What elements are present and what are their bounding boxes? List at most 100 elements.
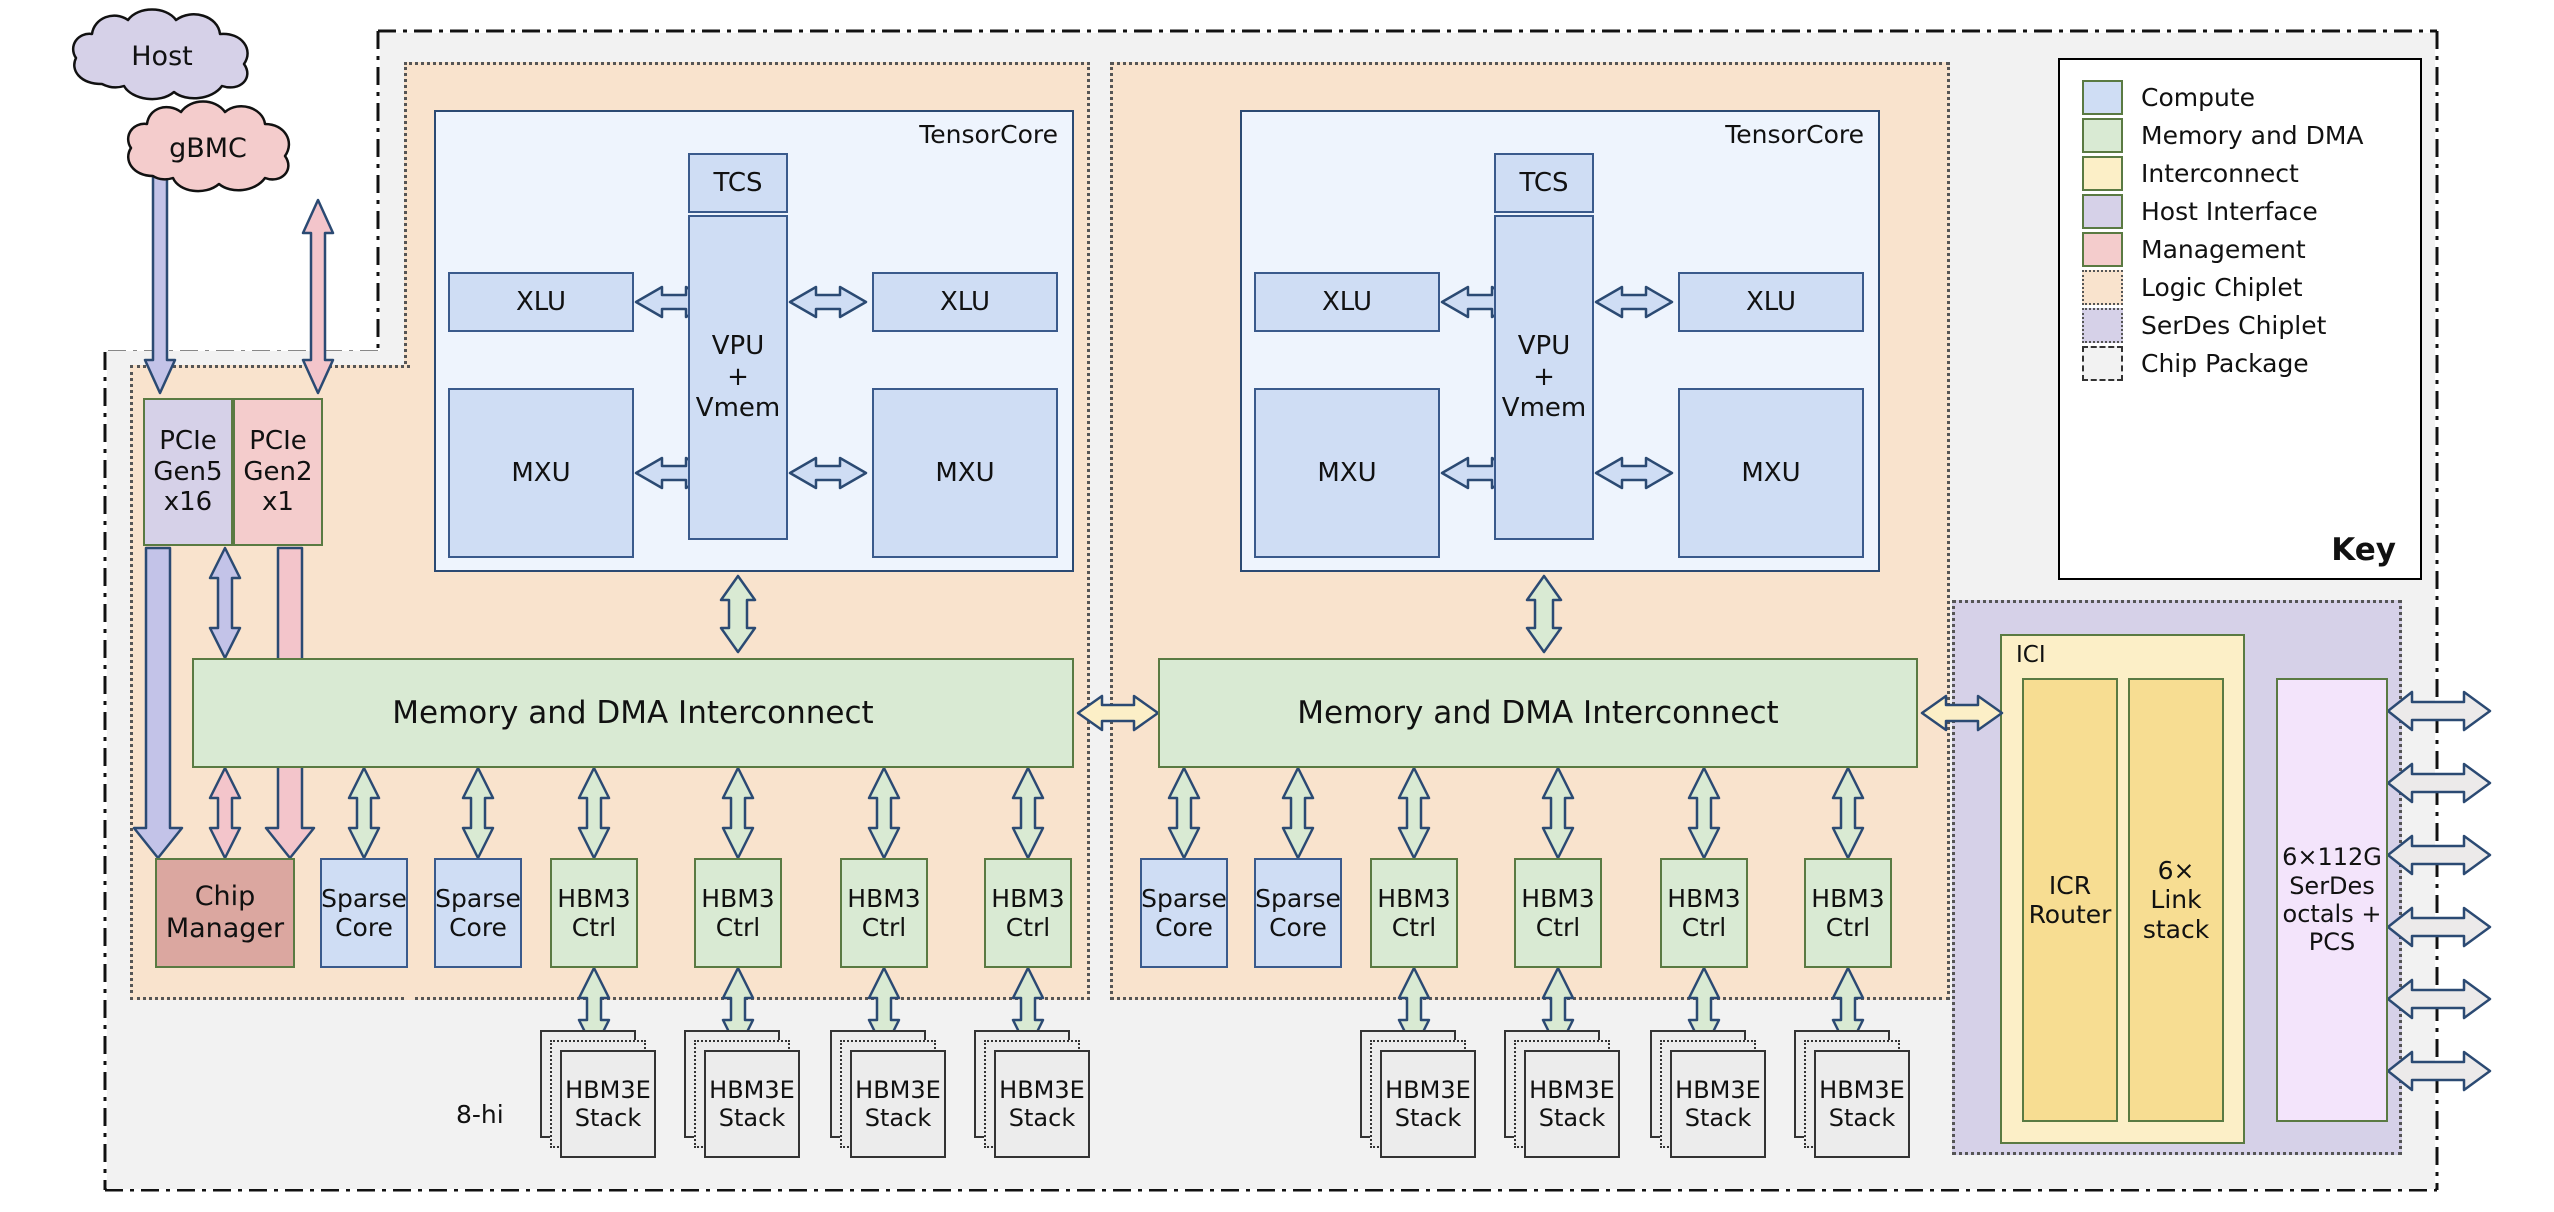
hbm3e-stack-r1-line-1: Stack [1538,1104,1606,1132]
hbm3e-stack-l1-line-0: HBM3E [709,1075,795,1104]
hbm3-ctrl-r2[interactable]: HBM3 Ctrl [1660,858,1748,968]
hbm3e-stack-l0[interactable]: HBM3E Stack [560,1050,656,1158]
pcie-gen2-block[interactable]: PCIe Gen2 x1 [233,398,323,546]
vpu-right-line-1: + [1533,362,1555,393]
legend-swatch-logic-chiplet [2082,269,2123,305]
hbm3-ctrl-l2[interactable]: HBM3 Ctrl [840,858,928,968]
hbm3e-stack-group-r0[interactable]: HBM3E Stack [1360,1030,1478,1160]
vpu-vmem-left[interactable]: VPU + Vmem [688,215,788,540]
hbm3-ctrl-r0-line-1: Ctrl [1391,913,1437,942]
hbm3e-stack-group-r3[interactable]: HBM3E Stack [1794,1030,1912,1160]
hbm3-ctrl-l2-line-1: Ctrl [861,913,907,942]
hbm3e-stack-l3-line-1: Stack [1008,1104,1076,1132]
legend-swatch-memory-and-dma [2082,117,2123,153]
memory-dma-interconnect-left[interactable]: Memory and DMA Interconnect [192,658,1074,768]
hbm3e-stack-l1[interactable]: HBM3E Stack [704,1050,800,1158]
sparse-core-l1-line-0: Sparse [435,883,521,913]
serdes-line-3: PCS [2308,928,2356,957]
hbm3e-stack-group-r2[interactable]: HBM3E Stack [1650,1030,1768,1160]
hbm3-ctrl-r1-line-1: Ctrl [1535,913,1581,942]
hbm3-ctrl-l0[interactable]: HBM3 Ctrl [550,858,638,968]
icr-router-block[interactable]: ICR Router [2022,678,2118,1122]
hbm3-ctrl-r3[interactable]: HBM3 Ctrl [1804,858,1892,968]
mxu-right-west[interactable]: MXU [1254,388,1440,558]
tensorcore-left-label: TensorCore [919,120,1058,149]
hbm3-ctrl-r3-line-0: HBM3 [1811,883,1885,913]
sparse-core-r0[interactable]: Sparse Core [1140,858,1228,968]
pcie-gen5-block[interactable]: PCIe Gen5 x16 [143,398,233,546]
tcs-left[interactable]: TCS [688,153,788,213]
legend-swatch-host-interface [2082,193,2123,229]
hbm3e-stack-r3-line-1: Stack [1828,1104,1896,1132]
serdes-line-0: 6×112G [2282,843,2382,872]
legend-label-interconnect: Interconnect [2141,158,2299,188]
pcie-gen5-line-1: Gen5 [153,456,223,487]
hbm3-ctrl-l1-line-1: Ctrl [715,913,761,942]
sparse-core-l1[interactable]: Sparse Core [434,858,522,968]
tensorcore-right-label: TensorCore [1725,120,1864,149]
hbm3e-stack-group-l2[interactable]: HBM3E Stack [830,1030,948,1160]
legend-label-management: Management [2141,234,2306,264]
legend-label-compute: Compute [2141,82,2256,112]
chip-manager-line-1: Manager [165,913,285,944]
vpu-right-line-0: VPU [1517,331,1571,362]
hbm3e-stack-l2-line-1: Stack [864,1104,932,1132]
hbm3e-stack-l2-line-0: HBM3E [855,1075,941,1104]
hbm3-ctrl-l1[interactable]: HBM3 Ctrl [694,858,782,968]
hbm3e-stack-r2[interactable]: HBM3E Stack [1670,1050,1766,1158]
sparse-core-r1[interactable]: Sparse Core [1254,858,1342,968]
mxu-right-west-label: MXU [1317,457,1377,488]
chip-manager-block[interactable]: Chip Manager [155,858,295,968]
hbm3e-stack-group-l1[interactable]: HBM3E Stack [684,1030,802,1160]
legend-item-serdes-chiplet: SerDes Chiplet [2082,306,2420,344]
pcie-gen5-line-0: PCIe [159,425,217,456]
hbm3e-stack-r0[interactable]: HBM3E Stack [1380,1050,1476,1158]
hbm3e-stack-l2[interactable]: HBM3E Stack [850,1050,946,1158]
hbm3-ctrl-l3-line-0: HBM3 [991,883,1065,913]
vpu-vmem-right[interactable]: VPU + Vmem [1494,215,1594,540]
hbm3e-stack-group-l0[interactable]: HBM3E Stack [540,1030,658,1160]
mxu-left-west[interactable]: MXU [448,388,634,558]
gbmc-cloud-label: gBMC [169,132,247,164]
ici-label: ICI [2016,642,2046,668]
tcs-right[interactable]: TCS [1494,153,1594,213]
hbm3e-stack-r3-line-0: HBM3E [1819,1075,1905,1104]
mxu-right-east[interactable]: MXU [1678,388,1864,558]
link-stack-line-0: 6× [2157,855,2195,885]
hbm3-ctrl-r1[interactable]: HBM3 Ctrl [1514,858,1602,968]
hbm3e-stack-r2-line-0: HBM3E [1675,1075,1761,1104]
link-stack-block[interactable]: 6× Link stack [2128,678,2224,1122]
memory-dma-interconnect-left-label: Memory and DMA Interconnect [392,694,874,731]
hbm3-ctrl-r1-line-0: HBM3 [1521,883,1595,913]
sparse-core-l0-line-0: Sparse [321,883,407,913]
hbm3-ctrl-r2-line-0: HBM3 [1667,883,1741,913]
hbm3-ctrl-l3[interactable]: HBM3 Ctrl [984,858,1072,968]
sparse-core-l0[interactable]: Sparse Core [320,858,408,968]
serdes-line-1: SerDes [2289,871,2375,900]
hbm3e-stack-l1-line-1: Stack [718,1104,786,1132]
hbm3-ctrl-r0-line-0: HBM3 [1377,883,1451,913]
xlu-right-west[interactable]: XLU [1254,272,1440,332]
hbm3-ctrl-r0[interactable]: HBM3 Ctrl [1370,858,1458,968]
xlu-right-east[interactable]: XLU [1678,272,1864,332]
pcie-gen2-line-2: x1 [262,487,294,518]
mxu-left-west-label: MXU [511,457,571,488]
hbm3-ctrl-r2-line-1: Ctrl [1681,913,1727,942]
legend-swatch-interconnect [2082,155,2123,191]
hbm3e-stack-l3[interactable]: HBM3E Stack [994,1050,1090,1158]
mxu-left-east[interactable]: MXU [872,388,1058,558]
xlu-left-east[interactable]: XLU [872,272,1058,332]
hbm3e-stack-r3[interactable]: HBM3E Stack [1814,1050,1910,1158]
legend-title: Key [2331,532,2396,568]
xlu-left-east-label: XLU [939,286,991,317]
hbm3e-stack-group-l3[interactable]: HBM3E Stack [974,1030,1092,1160]
legend-item-compute: Compute [2082,78,2420,116]
hbm3e-stack-r1[interactable]: HBM3E Stack [1524,1050,1620,1158]
hbm3e-stack-group-r1[interactable]: HBM3E Stack [1504,1030,1622,1160]
xlu-left-west[interactable]: XLU [448,272,634,332]
chip-manager-line-0: Chip [194,881,256,913]
serdes-octals-pcs-block[interactable]: 6×112G SerDes octals + PCS [2276,678,2388,1122]
hbm3-ctrl-l3-line-1: Ctrl [1005,913,1051,942]
memory-dma-interconnect-right[interactable]: Memory and DMA Interconnect [1158,658,1918,768]
